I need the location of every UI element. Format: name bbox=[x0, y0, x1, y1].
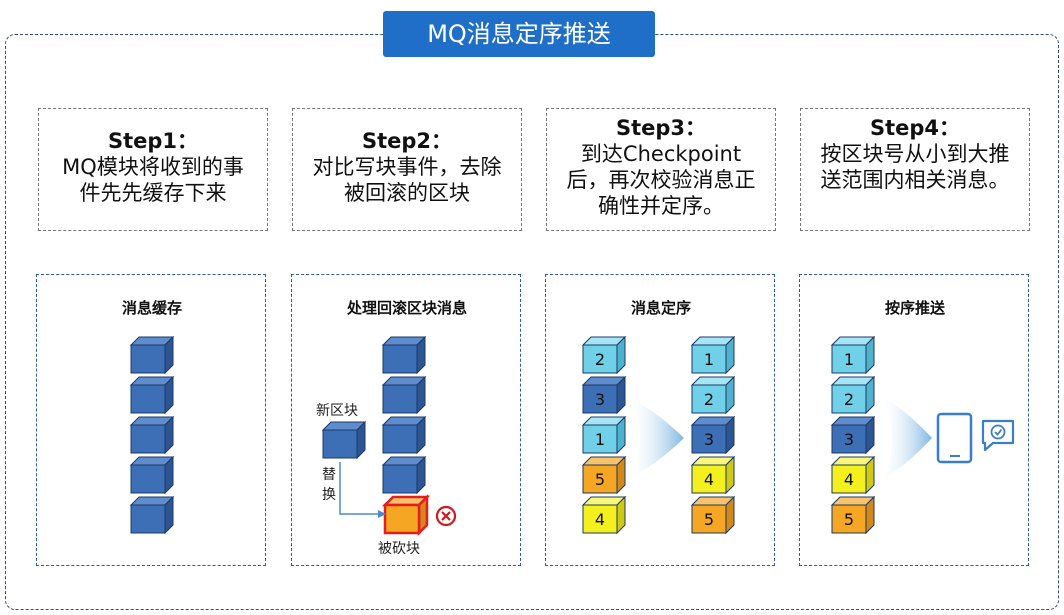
cube-number: 4 bbox=[595, 510, 605, 529]
step1-text: MQ模块将收到的事件先先缓存下来 bbox=[62, 155, 244, 205]
unsorted-cube: 1 bbox=[581, 415, 627, 455]
push-arrow-icon bbox=[884, 398, 932, 478]
sorted-cube: 4 bbox=[690, 455, 736, 495]
unsorted-cube: 2 bbox=[581, 335, 627, 375]
panel-ordering: 消息定序 bbox=[545, 274, 775, 566]
panel-rollback: 处理回滚区块消息 bbox=[291, 274, 521, 566]
replace-arrow bbox=[339, 462, 378, 515]
panel-push: 按序推送 bbox=[799, 274, 1029, 566]
cache-cube bbox=[129, 455, 175, 495]
unsorted-cube: 4 bbox=[581, 495, 627, 535]
step3-heading: Step3： bbox=[615, 116, 707, 140]
step1-box: Step1： MQ模块将收到的事件先先缓存下来 bbox=[38, 108, 268, 231]
cube-number: 4 bbox=[704, 470, 714, 489]
cancel-icon bbox=[435, 505, 457, 527]
block-cube bbox=[381, 455, 427, 495]
push-cube: 3 bbox=[830, 415, 876, 455]
sorted-cube: 3 bbox=[690, 415, 736, 455]
diagram-title: MQ消息定序推送 bbox=[383, 11, 655, 57]
chopped-block-cube bbox=[381, 493, 431, 537]
block-cube bbox=[381, 415, 427, 455]
step4-heading: Step4： bbox=[869, 116, 961, 140]
push-cube: 4 bbox=[830, 455, 876, 495]
panel-message-cache: 消息缓存 bbox=[36, 274, 266, 566]
step4-text: 按区块号从小到大推送范围内相关消息。 bbox=[820, 142, 1010, 192]
new-block-label: 新区块 bbox=[316, 403, 358, 419]
cube-number: 5 bbox=[844, 510, 854, 529]
cube-number: 3 bbox=[844, 430, 854, 449]
cube-number: 3 bbox=[595, 390, 605, 409]
cache-cube bbox=[129, 415, 175, 455]
cube-number: 5 bbox=[704, 510, 714, 529]
cube-number: 4 bbox=[844, 470, 854, 489]
step2-heading: Step2： bbox=[361, 129, 453, 153]
cube-number: 1 bbox=[704, 350, 714, 369]
step3-box: Step3： 到达Checkpoint后，再次校验消息正确性并定序。 bbox=[546, 108, 776, 231]
unsorted-cube: 3 bbox=[581, 375, 627, 415]
push-cube: 5 bbox=[830, 495, 876, 535]
sorted-cube: 1 bbox=[690, 335, 736, 375]
panel2-title: 处理回滚区块消息 bbox=[346, 299, 467, 317]
sorted-cube: 2 bbox=[690, 375, 736, 415]
replace-label: 替换 bbox=[322, 467, 336, 503]
cube-number: 5 bbox=[595, 470, 605, 489]
block-cube bbox=[381, 375, 427, 415]
step3-text: 到达Checkpoint后，再次校验消息正确性并定序。 bbox=[566, 142, 756, 218]
message-check-icon bbox=[981, 419, 1015, 452]
push-cube: 1 bbox=[830, 335, 876, 375]
panel4-title: 按序推送 bbox=[884, 299, 945, 317]
cube-number: 2 bbox=[595, 350, 605, 369]
sorted-cube: 5 bbox=[690, 495, 736, 535]
sort-arrow-icon bbox=[632, 400, 684, 476]
cache-cube bbox=[129, 495, 175, 535]
phone-icon bbox=[936, 412, 973, 464]
push-cube: 2 bbox=[830, 375, 876, 415]
step1-heading: Step1： bbox=[107, 129, 199, 153]
step4-box: Step4： 按区块号从小到大推送范围内相关消息。 bbox=[800, 108, 1030, 231]
unsorted-cube: 5 bbox=[581, 455, 627, 495]
cache-cube bbox=[129, 335, 175, 375]
cube-number: 1 bbox=[844, 350, 854, 369]
new-block-cube bbox=[321, 420, 367, 460]
cube-number: 1 bbox=[595, 430, 605, 449]
cube-number: 3 bbox=[704, 430, 714, 449]
panel3-title: 消息定序 bbox=[630, 299, 691, 317]
step2-text: 对比写块事件，去除被回滚的区块 bbox=[312, 155, 502, 205]
panel1-title: 消息缓存 bbox=[121, 299, 182, 317]
cube-number: 2 bbox=[704, 390, 714, 409]
replace-arrowhead bbox=[378, 510, 386, 518]
step2-box: Step2： 对比写块事件，去除被回滚的区块 bbox=[292, 108, 522, 231]
block-cube bbox=[381, 335, 427, 375]
cube-number: 2 bbox=[844, 390, 854, 409]
chopped-block-label: 被砍块 bbox=[378, 541, 420, 557]
cache-cube bbox=[129, 375, 175, 415]
